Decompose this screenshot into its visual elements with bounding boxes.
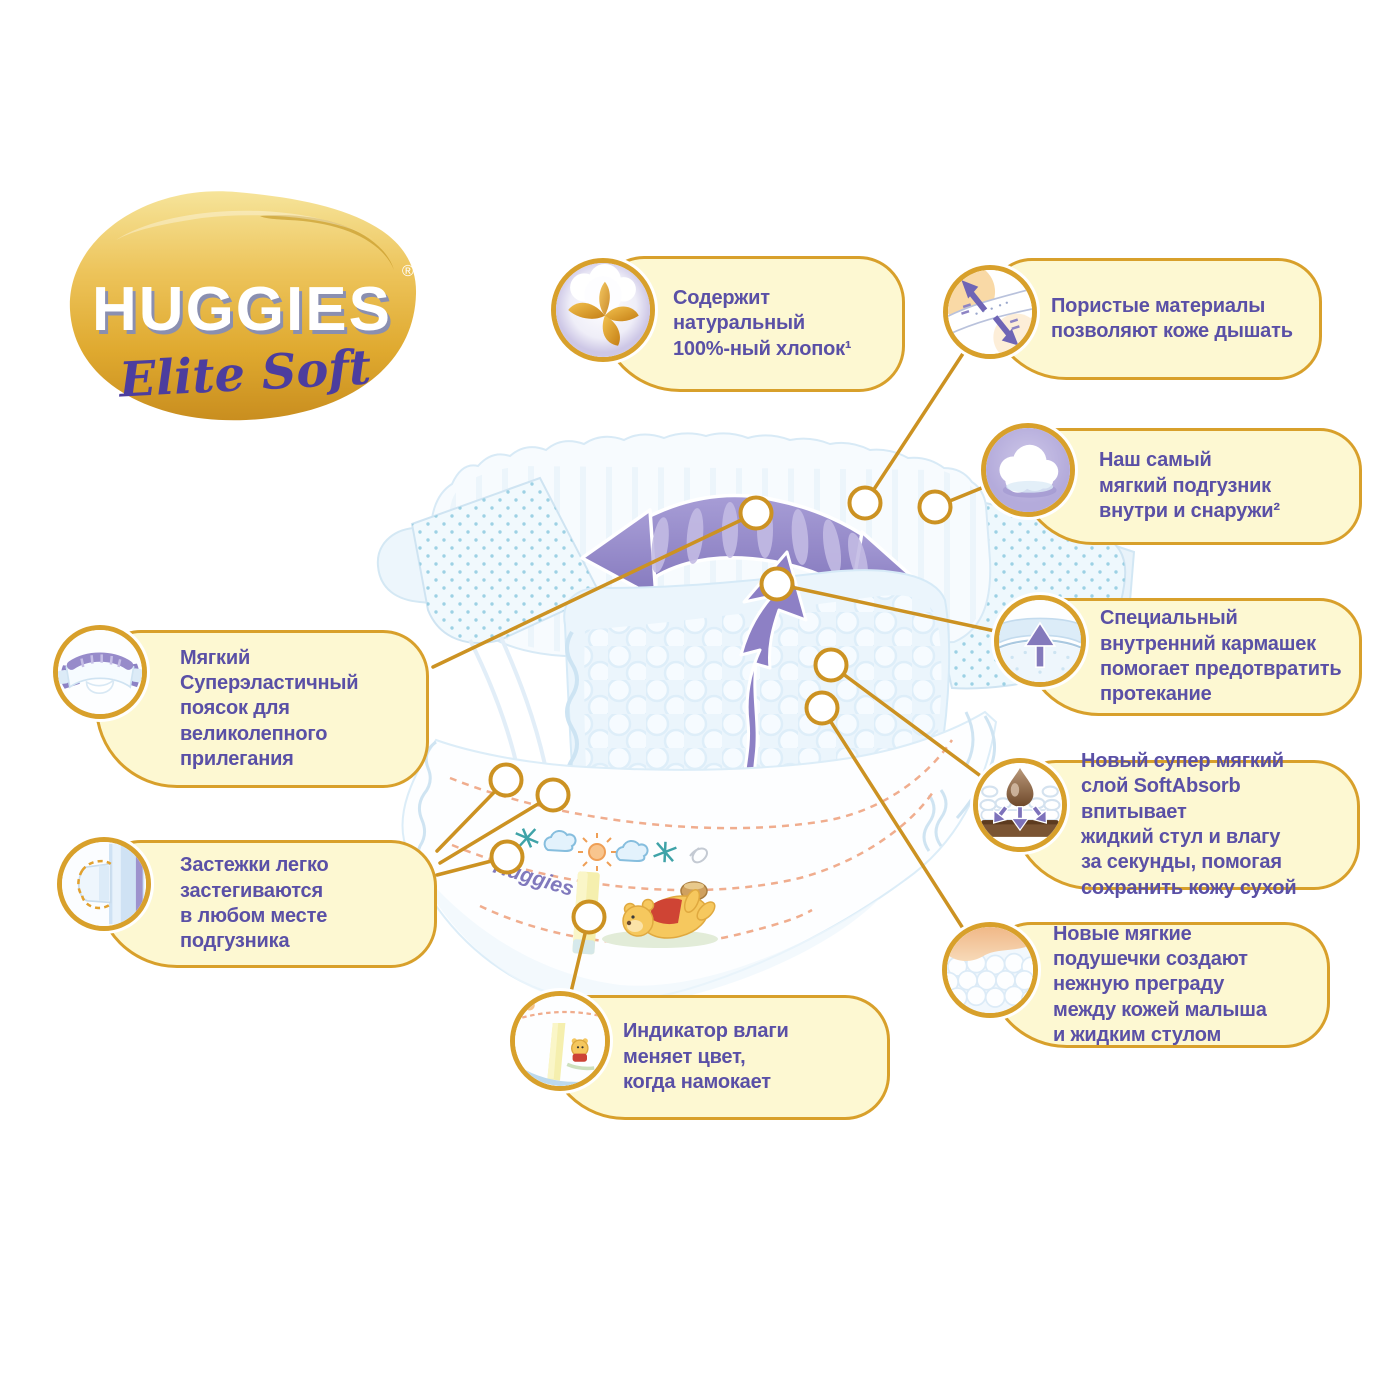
callout-text: Наш самый мягкий подгузник внутри и снар…: [1099, 449, 1280, 523]
anchor-ring: [813, 647, 849, 683]
cloud-motif-2: [615, 840, 649, 863]
anchor-ring: [738, 495, 774, 531]
indicator-icon: [510, 991, 610, 1091]
callout-text: Пористые материалы позволяют коже дышать: [1051, 294, 1293, 342]
anchor-rings: [488, 485, 953, 935]
pooh-print: [602, 881, 718, 948]
sun-motif: [578, 833, 616, 871]
anchor-ring: [847, 485, 883, 521]
callout-text: Новый супер мягкий слой SoftAbsorb впиты…: [1081, 749, 1297, 899]
connector-line: [431, 511, 758, 669]
callout-text: Индикатор влаги меняет цвет, когда намок…: [623, 1020, 789, 1094]
callout-text: Мягкий Суперэластичный поясок для велико…: [180, 646, 359, 771]
absorb-icon: [973, 758, 1067, 852]
pillows-icon: [942, 922, 1038, 1018]
waistband-icon: [53, 625, 147, 719]
callout-text: Содержит натуральный 100%-ный хлопок¹: [673, 286, 852, 360]
logo-registered-mark: ®: [402, 263, 414, 280]
fastener-icon: [57, 837, 151, 931]
anchor-ring: [535, 777, 571, 813]
callout-text: Специальный внутренний кармашек помогает…: [1100, 607, 1342, 706]
callout-text: Застежки легко застегиваются в любом мес…: [180, 854, 329, 953]
decor-motifs: [515, 828, 708, 871]
callout-text: Новые мягкие подушечки создают нежную пр…: [1053, 922, 1267, 1047]
connector-line: [775, 582, 997, 633]
callout-softabsorb: Новый супер мягкий слой SoftAbsorb впиты…: [1010, 750, 1360, 899]
anchor-ring: [489, 839, 525, 875]
breathable-icon: [943, 265, 1037, 359]
dragonfly-motif-2: [653, 841, 677, 863]
connector-line: [863, 350, 966, 505]
pocket-icon: [994, 595, 1086, 687]
connector-lines: [431, 350, 997, 994]
callout-pillows: Новые мягкие подушечки создают нежную пр…: [986, 922, 1330, 1048]
callout-softest: Наш самый мягкий подгузник внутри и снар…: [1018, 428, 1362, 545]
anchor-ring: [759, 566, 795, 602]
front-crease-squiggle: [922, 789, 948, 852]
anchor-ring: [571, 899, 607, 935]
logo-brand-text: HUGGIES: [92, 275, 392, 344]
connector-line: [820, 706, 966, 932]
cloud-icon: [981, 423, 1075, 517]
cotton-icon: [551, 258, 655, 362]
logo-bean-shape: [69, 191, 417, 421]
absorb-up-arrow: [739, 550, 808, 847]
cloud-motif: [543, 830, 577, 853]
logo-brand-shadow: HUGGIES: [95, 279, 395, 348]
huggies-logo: HUGGIES HUGGIES ® Elite Soft: [69, 191, 417, 421]
front-left-ruffle: [415, 740, 437, 873]
swirl-motif: [689, 847, 708, 864]
connector-line: [438, 793, 555, 865]
anchor-ring: [917, 489, 953, 525]
callout-breathable: Пористые материалы позволяют коже дышать: [988, 258, 1322, 380]
logo-subbrand-text: Elite Soft: [116, 339, 373, 408]
anchor-ring: [488, 762, 524, 798]
callout-waistband: Мягкий Суперэластичный поясок для велико…: [95, 630, 429, 788]
anchor-ring: [804, 690, 840, 726]
connector-line: [829, 663, 984, 779]
dragonfly-motif: [515, 828, 539, 848]
